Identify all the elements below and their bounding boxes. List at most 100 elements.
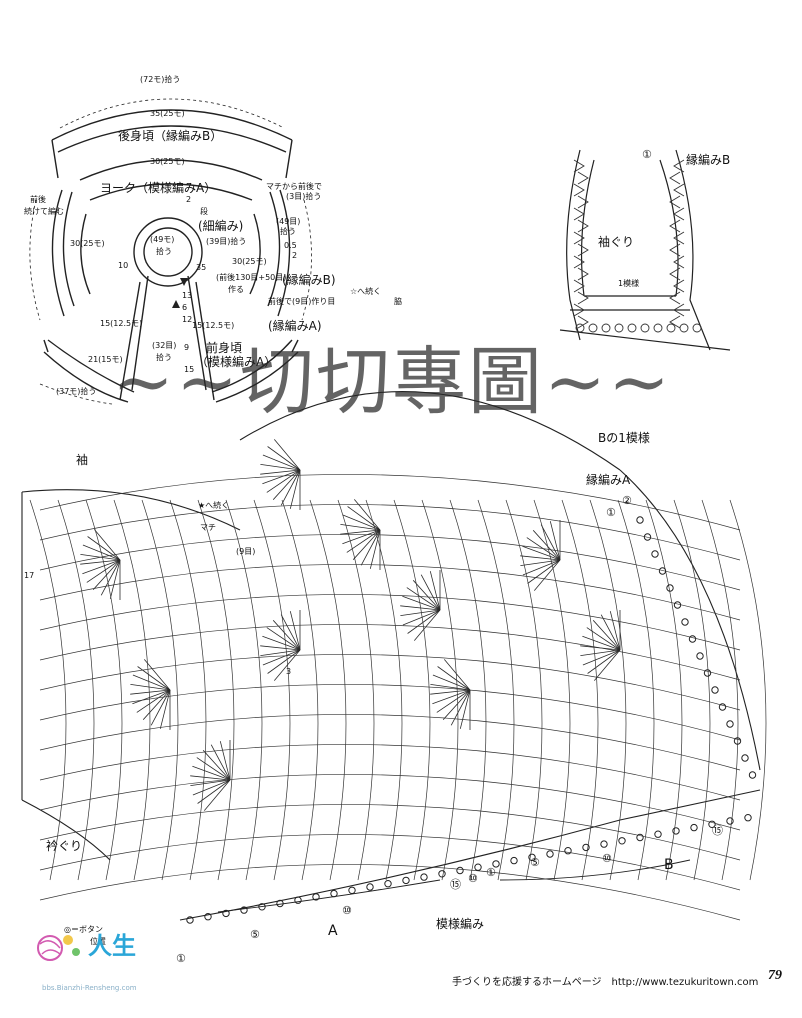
row-15-mid: ⑮ bbox=[450, 878, 461, 891]
front-pattern-label: （模様編みA） bbox=[196, 355, 277, 369]
armhole-stitch bbox=[573, 303, 585, 317]
mid-pick-label: 拾う bbox=[156, 353, 172, 362]
row-5-left: ⑤ bbox=[250, 928, 260, 941]
edge-picot bbox=[658, 567, 667, 575]
edge-picot bbox=[690, 823, 698, 832]
chain-net-line bbox=[645, 499, 683, 881]
armhole-stitch bbox=[669, 195, 681, 209]
armhole-stitch bbox=[627, 323, 637, 333]
one-pattern-label: 1模様 bbox=[618, 279, 640, 288]
edge-picot bbox=[564, 847, 572, 855]
edge-picot bbox=[718, 703, 727, 711]
armhole-stitch bbox=[673, 231, 685, 245]
edge-picot bbox=[582, 843, 590, 852]
yarn-ball-icon bbox=[37, 935, 80, 961]
armhole-stitch bbox=[673, 303, 685, 317]
row-1-left: ① bbox=[176, 952, 186, 965]
mid-12-label: 12 bbox=[182, 315, 193, 324]
ten-label: 10 bbox=[118, 261, 129, 270]
chain-net-line bbox=[365, 499, 403, 881]
chain-net-line bbox=[39, 744, 741, 801]
armhole-stitch bbox=[573, 255, 585, 269]
repeat-3-marker: 3 bbox=[286, 667, 292, 676]
armhole-stitch-marks bbox=[573, 159, 702, 333]
front-body-title: 前身頃 bbox=[206, 341, 243, 355]
chain-net-line bbox=[309, 499, 347, 881]
armhole-stitch bbox=[577, 291, 589, 305]
edge-picot bbox=[420, 873, 428, 881]
row-10-right: ⑩ bbox=[602, 852, 612, 865]
shell-stitch-fan bbox=[580, 610, 621, 681]
chain-net-line bbox=[39, 564, 741, 621]
back-width-label: 35(25モ) bbox=[150, 109, 185, 118]
top-count-label: (72モ)拾う bbox=[140, 75, 181, 84]
edge-picot bbox=[618, 837, 626, 845]
edge-picot-marks bbox=[186, 516, 757, 924]
watermark-text: ~~切切專圖~~ bbox=[112, 339, 673, 425]
chain-net-line bbox=[39, 504, 741, 561]
edge-picot bbox=[438, 870, 446, 878]
right-30-label: 30(25モ) bbox=[232, 257, 267, 266]
edge-picot bbox=[402, 876, 410, 885]
armhole-stitch bbox=[577, 267, 589, 281]
edge-picot bbox=[726, 720, 734, 728]
chain-net-line bbox=[505, 499, 543, 881]
front-edge-label: (縁編みA) bbox=[268, 319, 322, 333]
chain-net-line bbox=[421, 499, 459, 881]
chain-net-line bbox=[113, 499, 151, 881]
mid-13-label: 13 bbox=[182, 291, 193, 300]
edge-row-2: ② bbox=[622, 494, 632, 507]
armhole-stitch bbox=[575, 323, 585, 333]
star-continue-2: ★へ続く bbox=[198, 501, 230, 510]
left-note-2: 続けて編む bbox=[24, 207, 64, 216]
mid-6-label: 6 bbox=[182, 303, 188, 312]
armhole-stitch bbox=[673, 183, 685, 197]
armhole-stitch bbox=[669, 315, 681, 329]
edge-picot bbox=[294, 896, 302, 904]
edge-picot bbox=[708, 820, 716, 828]
armhole-stitch bbox=[577, 219, 589, 233]
row-1-mid: ① bbox=[486, 866, 496, 879]
section-b-label: B bbox=[664, 857, 674, 873]
left-15-label: 15(12.5モ) bbox=[100, 319, 143, 328]
shell-stitch-fan bbox=[260, 439, 301, 510]
chain-net-line bbox=[39, 594, 741, 651]
chain-net-line bbox=[85, 499, 123, 881]
edge-picot bbox=[186, 916, 194, 924]
armhole-stitch bbox=[577, 315, 589, 329]
row-15-right: ⑮ bbox=[712, 824, 723, 837]
chain-net-line bbox=[39, 624, 741, 681]
shell-stitch-fan bbox=[130, 659, 171, 730]
armhole-stitch bbox=[653, 323, 663, 333]
gusset-note-1: マチから前後で bbox=[266, 182, 322, 191]
right-edge-label: (縁編みB) bbox=[282, 273, 336, 287]
yoke-rows-label: 2 bbox=[186, 195, 192, 204]
armhole-start-marker: ① bbox=[642, 148, 652, 161]
edge-picot bbox=[384, 880, 392, 888]
bottom-21-label: 21(15モ) bbox=[88, 355, 123, 364]
right-2-label: 2 bbox=[292, 251, 298, 260]
site-logo: 人生 bbs.Bianzhi-Rensheng.com bbox=[32, 926, 152, 994]
chain-net-line bbox=[281, 499, 319, 881]
edge-picot bbox=[688, 635, 697, 643]
chain-net-line bbox=[57, 499, 95, 881]
shell-stitch-fan bbox=[430, 659, 471, 730]
edge-picot bbox=[636, 516, 644, 524]
yoke-unit-label: 段 bbox=[200, 207, 208, 216]
collar-pick-label: 拾う bbox=[156, 247, 172, 256]
chain-net-line bbox=[701, 499, 739, 881]
edge-picot bbox=[240, 906, 248, 914]
row-17-marker: 17 bbox=[24, 571, 35, 580]
armhole-stitch bbox=[669, 219, 681, 233]
b-repeat-label: Bの1模様 bbox=[598, 431, 650, 445]
armhole-stitch bbox=[673, 279, 685, 293]
chain-net-marks bbox=[29, 474, 767, 921]
chain-net-line bbox=[225, 499, 263, 881]
edge-picot bbox=[312, 893, 320, 901]
gusset-note-2: (3目)拾う bbox=[286, 192, 322, 201]
star-continue-note: ☆へ続く bbox=[350, 287, 382, 296]
band-label: (細編み) bbox=[198, 219, 244, 233]
